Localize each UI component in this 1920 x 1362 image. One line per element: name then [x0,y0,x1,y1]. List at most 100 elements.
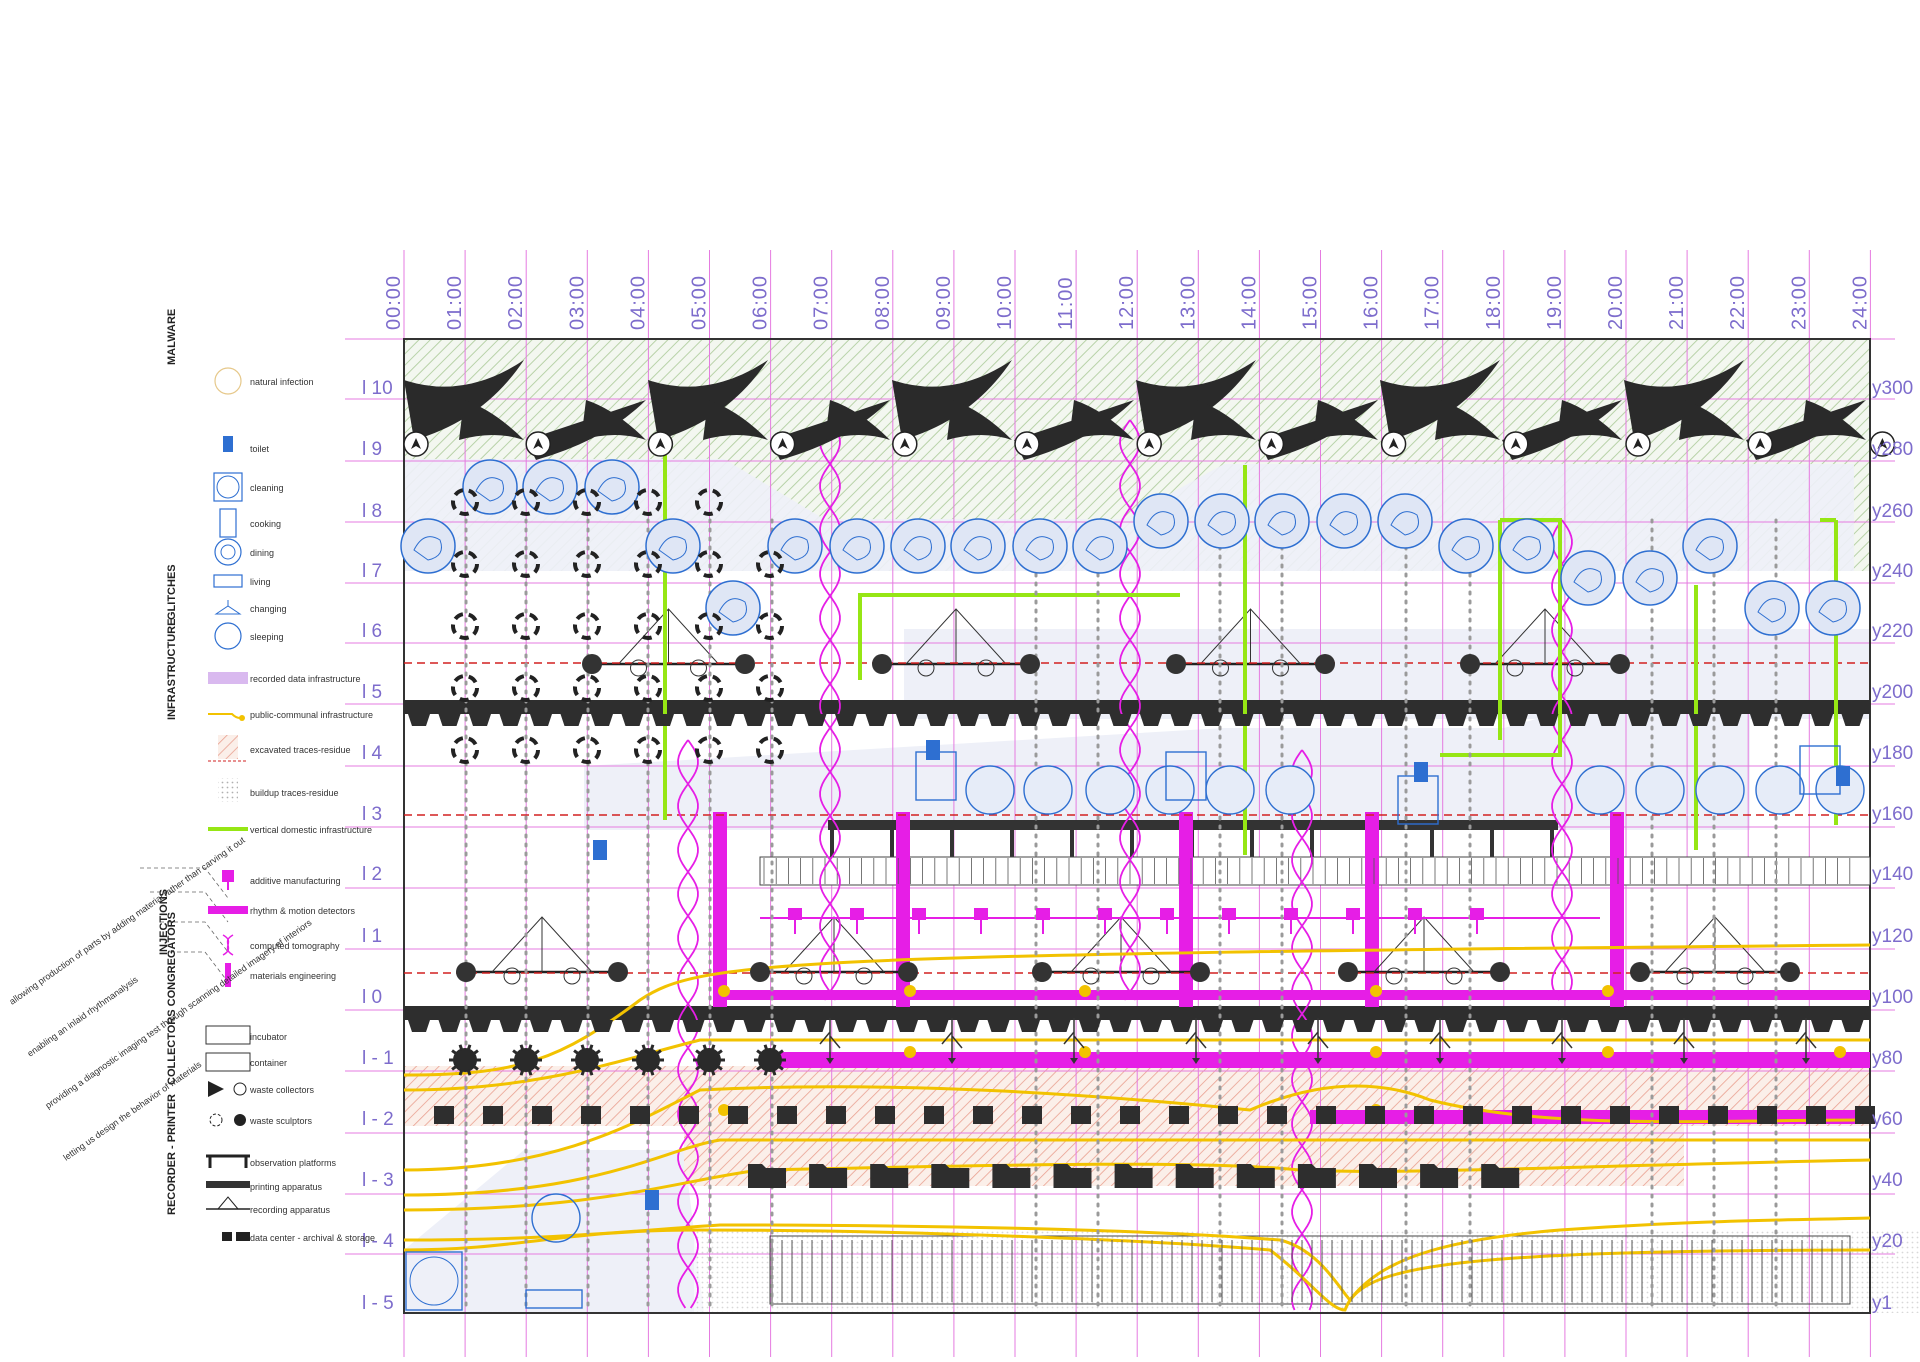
sleeping-icon [780,536,809,561]
waste-collector-blade [636,1048,660,1072]
dining-icon [1145,765,1195,815]
printing-head-icon [1170,1020,1193,1032]
dining-icon [1695,765,1745,815]
legend-shape [222,870,234,882]
printing-head-icon [1780,1020,1803,1032]
recording-lens [1385,967,1403,985]
public-communal-node [1079,1046,1091,1058]
legend-label: additive manufacturing [250,876,341,886]
waste-sculptor-icon [634,612,662,640]
sleeping-icon [645,518,701,574]
printing-head-icon [408,1020,430,1032]
waste-collector-blade [458,1044,464,1051]
waste-sculptor-icon [451,674,479,702]
waste-collector-blade [594,1049,601,1056]
time-label: 18:00 [1483,275,1505,330]
waste-collector-blade [527,1044,533,1051]
waste-collector-blade [702,1069,708,1076]
recording-mast [618,608,719,665]
natural-infection-icon [214,367,242,395]
usb-tree-icon [1314,1058,1322,1064]
level-label: l - 3 [362,1170,394,1191]
dining-icon [1575,765,1625,815]
waste-collector-blade [758,1048,782,1072]
data-card-icon [1365,1106,1385,1124]
computed-tomography-icon [222,934,234,956]
usb-tree-icon [1063,1018,1085,1058]
level-label: l - 5 [362,1293,394,1314]
waste-sculptor-icon [512,674,540,702]
public-communal-icon [208,713,245,721]
data-card-icon [1022,1106,1042,1124]
additive-manufacturing-icon [1036,908,1050,920]
data-card-icon [581,1106,601,1124]
additive-manufacturing-icon [1408,908,1422,920]
additive-manufacturing-icon [1160,908,1174,920]
printing-head-icon [926,714,949,726]
clock-icon [1755,438,1766,449]
legend-label: dining [250,548,274,558]
legend-label: rhythm & motion detectors [250,906,356,916]
waste-sculptor-icon [756,736,784,764]
rhythm-detector-bar [760,1052,1870,1068]
legend-shape [206,1154,250,1168]
usb-tree-icon [1070,1058,1078,1064]
printing-head-icon [957,1020,979,1032]
sleeping-icon [718,598,747,623]
container-row [759,856,1871,886]
legend-shape [205,1025,251,1045]
printing-head-icon [1567,714,1589,726]
waste-sculptor-icon [451,736,479,764]
clock-icon [1388,438,1399,449]
recording-node [1166,654,1186,674]
waste-collector-blade [634,1049,641,1056]
malware-sail-icon [459,400,524,440]
legend-shape [233,1082,247,1096]
waste-sculptor-icon [634,550,662,578]
time-label: 00:00 [383,275,405,330]
recording-lens [855,967,873,985]
year-label: y160 [1872,804,1913,825]
printing-head-icon [1079,1020,1101,1032]
printing-head-icon [1658,714,1681,726]
sleeping-icon [890,518,946,574]
time-label: 16:00 [1361,275,1383,330]
additive-manufacturing-icon [850,908,864,920]
sleeping-icon [829,518,885,574]
waste-sculptor-icon [634,488,662,516]
legend-shape [223,436,233,452]
clock-icon [1022,438,1032,449]
computed-tomography-helix [677,739,699,1309]
sleeping-icon [963,536,992,561]
data-card-icon [434,1106,454,1124]
toilet-icon [1836,766,1850,786]
legend-label: data center - archival & storage [250,1233,375,1243]
waste-collector-blade [771,1069,777,1076]
sleeping-icon [1622,550,1678,606]
waste-sculptor-icon [451,612,479,640]
recording-node [1020,654,1040,674]
sleeping-icon [1267,511,1296,536]
public-communal-node [904,1046,916,1058]
waste-collector-blade [533,1064,540,1071]
materials-engineering-icon [225,963,231,987]
legend-shape [220,544,236,560]
printing-head-icon [1170,714,1193,726]
waste-collector-blade [771,1044,777,1051]
observation-leg [890,830,894,858]
printing-head-icon [713,1020,735,1032]
legend-shape [206,1181,250,1188]
public-communal-line [403,1216,1871,1303]
recording-mast [1373,916,1475,973]
year-label: y200 [1872,682,1913,703]
waste-collector-blade [697,1048,721,1072]
waste-collector-blade [641,1044,647,1051]
printing-head-icon [743,714,766,726]
usb-tree-icon [1436,1058,1444,1064]
changing-icon [214,600,242,615]
clock-icon [533,438,544,449]
legend-shape [236,1232,250,1241]
sleeping-icon [842,536,871,561]
printing-head-icon [835,1020,857,1032]
